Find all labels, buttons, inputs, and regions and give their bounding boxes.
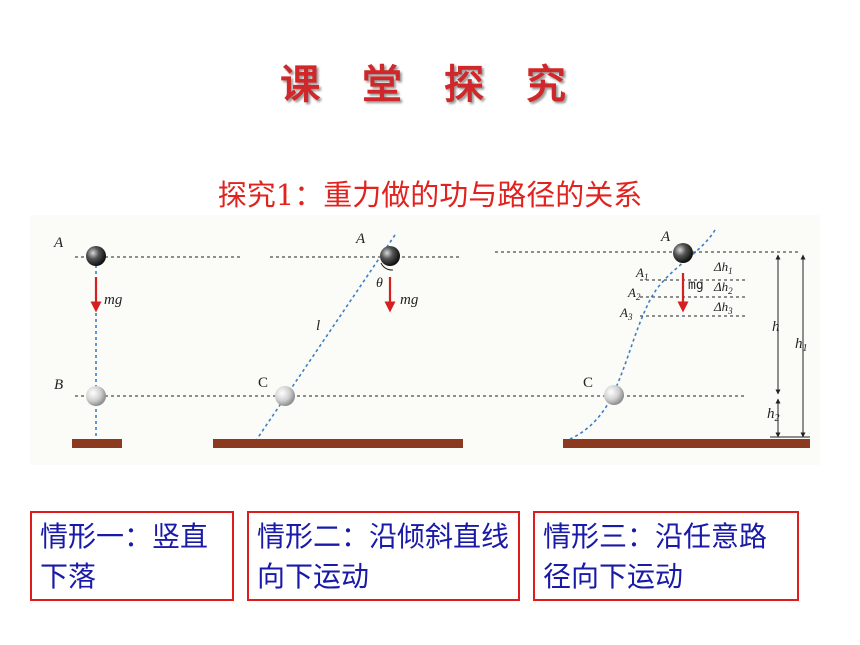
label-a-2: A — [355, 231, 366, 247]
ball-a-3 — [673, 243, 693, 263]
label-c-2: C — [258, 375, 268, 391]
label-dh1: Δh1 — [713, 259, 733, 276]
label-dh2: Δh2 — [713, 279, 733, 296]
page-subtitle: 探究1：重力做的功与路径的关系 — [217, 178, 643, 212]
case-box-3: 情形三：沿任意路径向下运动 — [533, 511, 799, 601]
case-text-2: 情形二：沿倾斜直线向下运动 — [257, 520, 510, 593]
theta-arc — [380, 262, 394, 271]
ball-a-2 — [380, 246, 400, 266]
label-h2: h2 — [767, 406, 780, 424]
case-text-3: 情形三：沿任意路径向下运动 — [543, 520, 768, 593]
label-b-1: B — [54, 377, 63, 393]
ball-c-2 — [275, 386, 295, 406]
label-a2: A2 — [627, 285, 641, 302]
case-box-1: 情形一：竖直下落 — [30, 511, 234, 601]
ball-a-1 — [86, 246, 106, 266]
ball-c-3 — [604, 385, 624, 405]
case-text-1: 情形一：竖直下落 — [40, 520, 209, 593]
label-a-1: A — [53, 235, 64, 251]
label-h1: h1 — [795, 336, 808, 354]
path-incline — [256, 234, 396, 440]
label-a1: A1 — [635, 265, 648, 282]
label-dh3: Δh3 — [713, 299, 733, 316]
case-box-2: 情形二：沿倾斜直线向下运动 — [247, 511, 520, 601]
reference-lines — [75, 251, 800, 397]
label-mg-1: mg — [104, 292, 123, 308]
height-dimensions — [770, 254, 810, 438]
label-theta: θ — [376, 276, 383, 291]
label-a3: A3 — [619, 305, 633, 322]
label-a-3: A — [660, 229, 671, 245]
page-title: 课 堂 探 究 — [280, 62, 580, 108]
ball-b-1 — [86, 386, 106, 406]
ground-1 — [72, 439, 122, 448]
label-mg-2: mg — [400, 292, 419, 308]
label-mg-3: mg — [688, 278, 704, 293]
gravity-work-diagram: A B mg A mg θ l A A1 A2 A3 h h1 h2 C C m… — [30, 215, 820, 465]
gravity-arrows — [90, 273, 689, 313]
label-h: h — [772, 319, 780, 335]
label-l: l — [316, 318, 320, 334]
label-c-3: C — [583, 375, 593, 391]
ground-3 — [563, 439, 810, 448]
ground-2 — [213, 439, 463, 448]
